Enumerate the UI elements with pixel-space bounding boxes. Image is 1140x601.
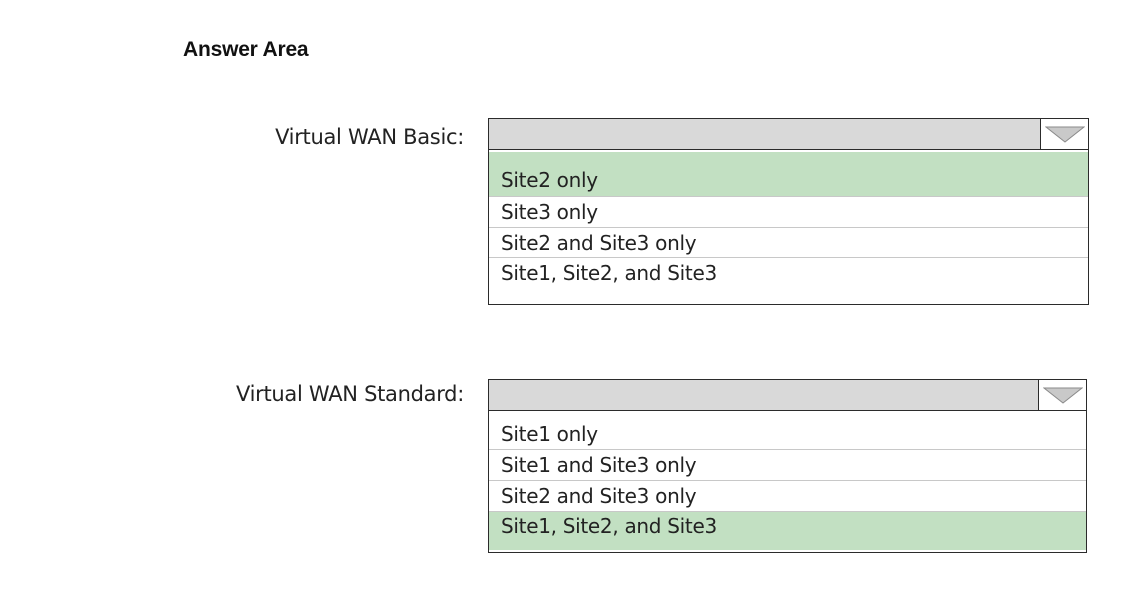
dropdown-option[interactable]: Site2 only bbox=[489, 152, 1088, 197]
dropdown-selected-value[interactable] bbox=[489, 380, 1086, 411]
virtual-wan-standard-label: Virtual WAN Standard: bbox=[236, 382, 464, 406]
triangle-down-icon bbox=[1042, 387, 1083, 404]
virtual-wan-basic-dropdown[interactable]: Site2 only Site3 only Site2 and Site3 on… bbox=[488, 118, 1089, 305]
dropdown-option[interactable]: Site1 only bbox=[489, 419, 1086, 450]
answer-area-title: Answer Area bbox=[183, 38, 309, 61]
dropdown-toggle-button[interactable] bbox=[1040, 119, 1088, 149]
dropdown-selected-value[interactable] bbox=[489, 119, 1088, 150]
dropdown-option[interactable]: Site1, Site2, and Site3 bbox=[501, 261, 717, 285]
dropdown-toggle-button[interactable] bbox=[1038, 380, 1086, 410]
dropdown-options-list: Site1 only Site1 and Site3 only Site2 an… bbox=[489, 411, 1086, 550]
virtual-wan-basic-label: Virtual WAN Basic: bbox=[275, 125, 464, 149]
triangle-down-icon bbox=[1044, 126, 1085, 143]
dropdown-option[interactable]: Site2 and Site3 only bbox=[489, 228, 1088, 258]
dropdown-option[interactable]: Site1 and Site3 only bbox=[489, 450, 1086, 481]
dropdown-option[interactable]: Site3 only bbox=[489, 197, 1088, 228]
dropdown-options-list: Site2 only Site3 only Site2 and Site3 on… bbox=[489, 150, 1088, 289]
dropdown-option[interactable]: Site1, Site2, and Site3 bbox=[489, 512, 1086, 550]
virtual-wan-standard-dropdown[interactable]: Site1 only Site1 and Site3 only Site2 an… bbox=[488, 379, 1087, 553]
dropdown-option[interactable]: Site2 and Site3 only bbox=[489, 481, 1086, 512]
